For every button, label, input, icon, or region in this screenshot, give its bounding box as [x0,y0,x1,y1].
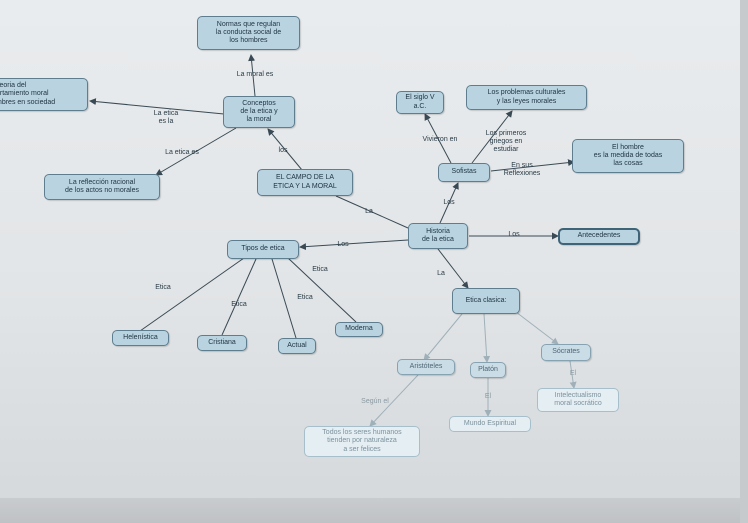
label-moral-es: La moral es [236,71,274,78]
node-actual[interactable]: Actual [278,338,316,354]
label-el-platon: El [484,393,492,400]
link-clasica-socrates [515,311,559,345]
link-historia-sofistas [439,182,459,224]
link-aristoteles-todos [369,374,419,427]
node-reflexion[interactable]: La reflección racional de los actos no m… [44,174,160,200]
label-reflexiones: En sus Reflexiones [503,162,541,178]
node-cristiana[interactable]: Cristiana [197,335,247,351]
link-sofistas-problemas [471,110,513,164]
label-los-top: los [278,147,288,154]
node-antecedentes[interactable]: Antecedentes [558,228,640,245]
node-campo[interactable]: EL CAMPO DE LA ETICA Y LA MORAL [257,169,353,196]
node-helenistica[interactable]: Helenística [112,330,169,346]
label-los-tipos: Los [337,241,349,248]
node-platon[interactable]: Platón [470,362,506,378]
label-el-socrates: El [569,370,577,377]
link-sofistas-hombre [490,159,575,172]
node-siglo[interactable]: El siglo V a.C. [396,91,444,114]
node-sofistas[interactable]: Sofistas [438,163,490,182]
node-problemas[interactable]: Los problemas culturales y las leyes mor… [466,85,587,110]
node-hombre[interactable]: El hombre es la medida de todas las cosa… [572,139,684,173]
label-vivieron: Vivieron en [422,136,458,143]
node-socrates[interactable]: Sócrates [541,344,591,361]
label-los-antecedentes: Los [508,231,520,238]
node-tipos[interactable]: Tipos de etica [227,240,299,259]
node-normas[interactable]: Normas que regulan la conducta social de… [197,16,300,50]
link-conceptos-teoria [89,98,225,115]
node-historia[interactable]: Historia de la etica [408,223,468,249]
monitor-bezel-bottom [0,498,748,523]
node-todos[interactable]: Todos los seres humanos tienden por natu… [304,426,420,457]
link-historia-campo [335,195,409,229]
link-conceptos-reflexion [155,127,237,176]
label-etica-es: La etica es [165,149,199,156]
node-mundo[interactable]: Mundo Espiritual [449,416,531,432]
link-sofistas-siglo [424,113,452,164]
link-conceptos-normas [248,54,256,97]
link-clasica-aristoteles [423,313,463,361]
node-intelectualismo[interactable]: Intelectualismo moral socrático [537,388,619,412]
node-conceptos[interactable]: Conceptos de la etica y la moral [223,96,295,128]
link-socrates-intelectualismo [569,360,577,389]
node-clasica[interactable]: Etica clasica: [452,288,520,314]
label-los-sofistas: Los [443,199,455,206]
node-moderna[interactable]: Moderna [335,322,383,337]
label-etica-4: Etica [312,266,328,273]
link-tipos-moderna [287,257,357,323]
label-etica-3: Etica [297,294,313,301]
link-clasica-platon [483,313,491,363]
label-la-campo: La [365,208,373,215]
link-tipos-actual [271,258,297,339]
node-aristoteles[interactable]: Aristóteles [397,359,455,375]
link-campo-conceptos [267,128,303,171]
link-historia-tipos [299,239,409,251]
label-etica-1: Etica [155,284,171,291]
monitor-bezel-right [740,0,748,523]
label-primeros: Los primeros griegos en estudiar [485,130,527,154]
node-teoria[interactable]: Teoria del ortamiento moral mbres en soc… [0,78,88,111]
link-historia-clasica [437,248,469,289]
link-tipos-helenistica [139,257,245,332]
label-segun: Según el [361,398,389,405]
label-etica-2: Etica [231,301,247,308]
label-la-clasica: La [437,270,445,277]
link-tipos-cristiana [221,258,257,336]
label-etica-es-la: La etica es la [153,110,179,126]
